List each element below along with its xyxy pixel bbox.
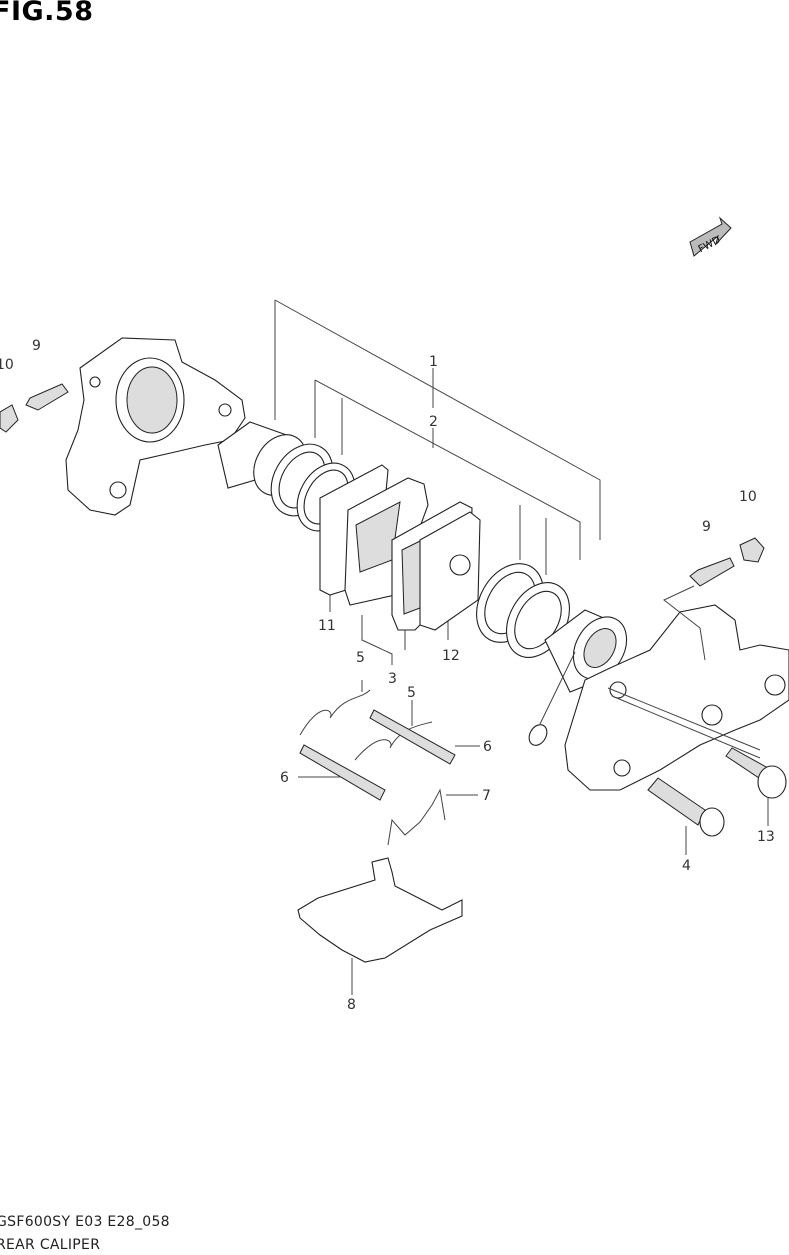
fwd-arrow-icon: FWD (689, 216, 732, 257)
pad-shim-12 (419, 511, 481, 631)
brake-pad-left (344, 477, 429, 606)
right-bleeder-cap (739, 537, 765, 563)
callout-3: 3 (388, 671, 397, 687)
callout-12: 12 (442, 648, 460, 664)
callout-8: 8 (347, 997, 356, 1013)
left-bleeder-screw (25, 383, 69, 411)
left-caliper-body (65, 337, 246, 516)
washer (528, 651, 576, 746)
callout-10-left: 10 (0, 357, 14, 373)
callout-5-upper: 5 (356, 650, 365, 666)
left-bleeder-cap (0, 404, 19, 433)
callout-10-right: 10 (739, 489, 757, 505)
callout-9-left: 9 (32, 338, 41, 354)
piston-right (544, 609, 628, 693)
mounting-bolt-4 (647, 777, 725, 837)
right-bleeder-screw (663, 557, 735, 661)
callout-1: 1 (429, 354, 438, 370)
callout-9-right: 9 (702, 519, 711, 535)
pad-pin-upper (369, 709, 480, 765)
callout-13: 13 (757, 829, 775, 845)
pad-spring-5a (299, 680, 371, 736)
callout-5-lower: 5 (407, 685, 416, 701)
callout-11: 11 (318, 618, 336, 634)
callout-7: 7 (482, 788, 491, 804)
seal-rings-left (270, 443, 356, 532)
callout-4: 4 (682, 858, 691, 874)
section-name: REAR CALIPER (0, 1237, 101, 1253)
pad-pin-lower (298, 744, 386, 801)
pad-spring-5b (354, 700, 433, 761)
model-code: GSF600SY E03 E28_058 (0, 1214, 170, 1230)
figure-title: FIG.58 (0, 0, 94, 27)
callout-2: 2 (429, 414, 438, 430)
callout-6-left: 6 (280, 770, 289, 786)
pad-retainer-spring (387, 788, 478, 846)
pad-cover (297, 857, 463, 995)
mounting-bolt-13 (725, 747, 787, 799)
callout-bracket-lines (274, 299, 601, 665)
callout-6-right: 6 (483, 739, 492, 755)
right-caliper-body (564, 604, 789, 791)
